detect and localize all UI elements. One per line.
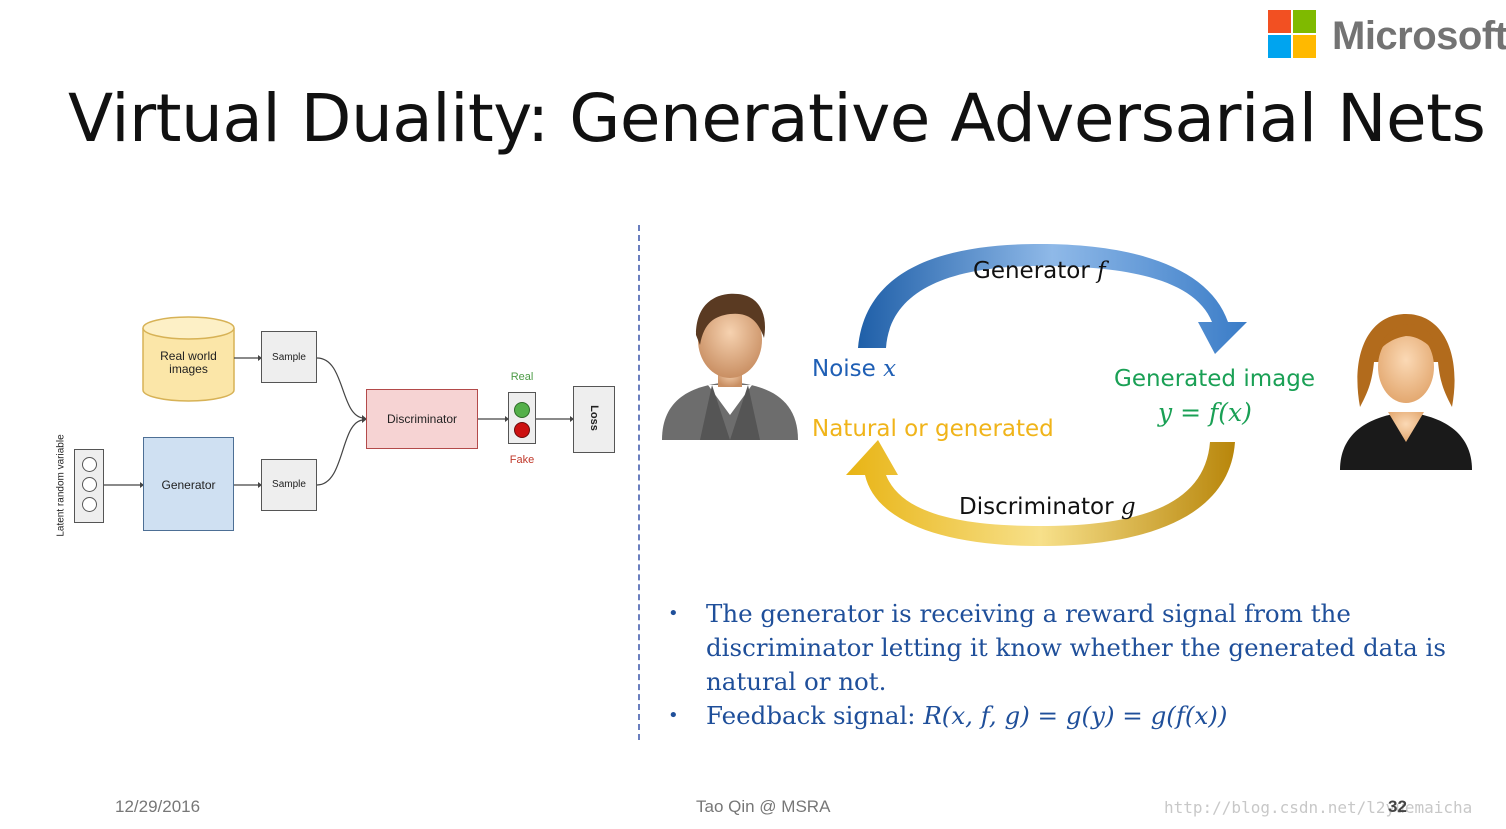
generator-label: Generator	[161, 478, 216, 492]
latent-variable-label: Latent random variable	[55, 434, 67, 537]
bullet-item: • Feedback signal: R(x, f, g) = g(y) = g…	[668, 699, 1468, 733]
green-light-icon	[514, 402, 530, 418]
watermark: http://blog.csdn.net/l2yuemaicha	[1164, 798, 1473, 817]
slide-title: Virtual Duality: Generative Adversarial …	[68, 80, 1486, 157]
bullet-prefix: Feedback signal:	[706, 701, 924, 730]
bullet-dot-icon: •	[668, 603, 679, 624]
generator-box	[143, 437, 234, 531]
dashed-divider	[638, 225, 640, 740]
microsoft-logo: Microsoft	[1268, 10, 1506, 66]
female-avatar-icon	[1340, 314, 1472, 470]
feedback-equation: R(x, f, g) = g(y) = g(f(x))	[923, 701, 1228, 730]
fake-label: Fake	[509, 454, 535, 466]
noise-x-label: Noise x	[812, 356, 896, 382]
real-label: Real	[510, 371, 534, 383]
discriminator-arrow	[846, 440, 1235, 546]
bullet-item: • The generator is receiving a reward si…	[668, 597, 1468, 699]
bullet-dot-icon: •	[668, 705, 679, 726]
logo-square-red	[1268, 10, 1291, 33]
gan-flow-diagram	[104, 316, 574, 488]
logo-square-green	[1293, 10, 1316, 33]
logo-text: Microsoft	[1332, 14, 1506, 58]
logo-square-yellow	[1293, 35, 1316, 58]
noise-var: x	[883, 356, 897, 382]
bullet-list: • The generator is receiving a reward si…	[668, 597, 1468, 733]
discriminator-label: Discriminator	[386, 412, 457, 426]
natural-or-generated-label: Natural or generated	[812, 416, 1054, 442]
discriminator-var: g	[1120, 494, 1136, 520]
male-avatar-icon	[662, 293, 798, 440]
discriminator-box	[366, 389, 478, 449]
discriminator-g-label: Discriminator g	[959, 494, 1136, 520]
generated-image-label: Generated image	[1114, 366, 1315, 392]
sample-label-top: Sample	[272, 352, 306, 363]
generator-text: Generator	[973, 258, 1090, 284]
footer-author: Tao Qin @ MSRA	[696, 797, 831, 816]
loss-box	[573, 386, 615, 453]
discriminator-text: Discriminator	[959, 494, 1114, 520]
real-images-label: Real world images	[160, 349, 217, 376]
latent-node	[82, 477, 97, 492]
duality-cycle-diagram	[662, 244, 1472, 546]
arrowheads	[140, 355, 574, 488]
red-light-icon	[514, 422, 530, 438]
sample-box-top	[261, 331, 317, 383]
logo-square-blue	[1268, 35, 1291, 58]
bullet-text: The generator is receiving a reward sign…	[706, 599, 1446, 696]
footer-date: 12/29/2016	[115, 797, 201, 816]
connector-lines	[104, 357, 570, 486]
generator-var: f	[1097, 258, 1106, 284]
generator-arrow	[858, 244, 1247, 354]
generated-image-equation: y = f(x)	[1158, 398, 1252, 427]
page-number: 32	[1388, 797, 1407, 816]
database-cylinder	[142, 316, 235, 402]
sample-box-bottom	[261, 459, 317, 511]
latent-node	[82, 457, 97, 472]
sample-label-bottom: Sample	[272, 479, 306, 490]
latent-node	[82, 497, 97, 512]
generator-f-label: Generator f	[973, 258, 1106, 284]
noise-text: Noise	[812, 356, 876, 382]
loss-label: Loss	[588, 405, 600, 431]
